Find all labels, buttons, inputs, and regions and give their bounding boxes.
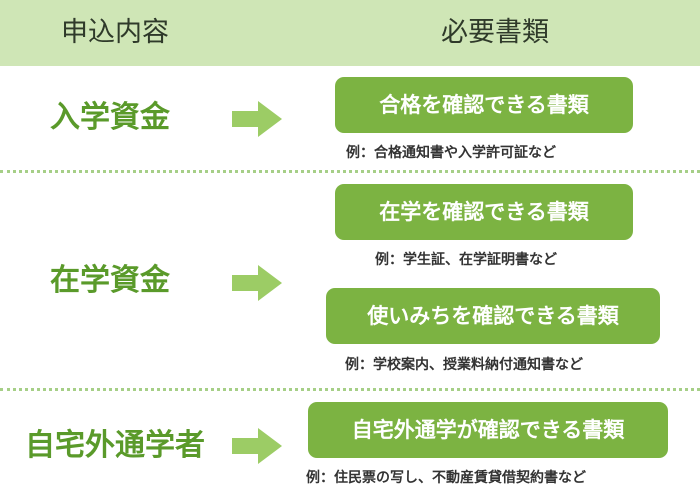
example-enrollment: 例：学生証、在学証明書など <box>375 252 557 268</box>
example-commuting: 例：住民票の写し、不動産賃貸借契約書など <box>306 470 586 486</box>
row-divider <box>0 170 700 173</box>
example-usage: 例：学校案内、授業料納付通知書など <box>345 357 583 373</box>
header-required-documents: 必要書類 <box>441 17 549 48</box>
doc-box-usage: 使いみちを確認できる書類 <box>326 288 660 344</box>
row-label-admission-funds: 入学資金 <box>50 100 170 135</box>
doc-box-enrollment: 在学を確認できる書類 <box>335 184 633 240</box>
arrow-right-icon <box>232 428 282 464</box>
table-header: 申込内容 必要書類 <box>0 0 700 66</box>
doc-box-commuting: 自宅外通学が確認できる書類 <box>308 402 668 458</box>
doc-box-acceptance: 合格を確認できる書類 <box>335 77 633 133</box>
row-divider <box>0 388 700 391</box>
row-label-commuting-from-outside-home: 自宅外通学者 <box>25 428 205 463</box>
row-label-enrollment-funds: 在学資金 <box>50 263 170 298</box>
arrow-right-icon <box>232 265 282 301</box>
example-acceptance: 例：合格通知書や入学許可証など <box>346 145 556 161</box>
header-application-content: 申込内容 <box>61 17 169 48</box>
arrow-right-icon <box>232 101 282 137</box>
